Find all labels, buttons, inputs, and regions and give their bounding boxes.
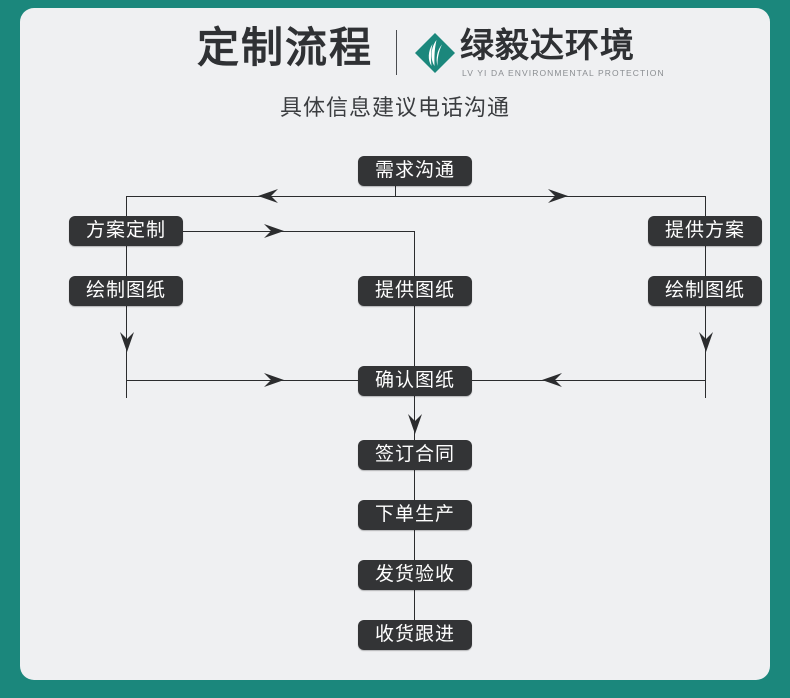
edge-right-to-center [472,380,706,381]
flow-node-fangandingzhi[interactable]: 方案定制 [69,216,183,246]
edge-n9-n10 [414,530,415,560]
edge-n5-n7 [414,296,415,366]
flow-node-xuqiugoutong[interactable]: 需求沟通 [358,156,472,186]
flow-node-shouhuogenjin[interactable]: 收货跟进 [358,620,472,650]
edge-top-bus [126,196,706,197]
arrowhead-n7-n8 [408,414,422,434]
edge-n8-n9 [414,470,415,500]
brand-name-en: LV YI DA ENVIRONMENTAL PROTECTION [462,68,665,78]
flow-node-tigongfangan[interactable]: 提供方案 [648,216,762,246]
arrowhead-left-down [120,332,134,352]
page-title: 定制流程 [196,24,373,71]
brand-logo: 绿毅达环境 LV YI DA ENVIRONMENTAL PROTECTION [414,26,664,88]
flow-node-huizhituzhi-right[interactable]: 绘制图纸 [648,276,762,306]
arrowhead-right-down [699,332,713,352]
arrowhead-to-right [548,189,568,203]
flow-node-qiandinghetong[interactable]: 签订合同 [358,440,472,470]
page-header: 定制流程 绿毅达环境 LV YI DA ENVIRONMENTAL PROTEC… [20,8,770,128]
flow-node-fahuoyanshou[interactable]: 发货验收 [358,560,472,590]
flow-node-querentuzhi[interactable]: 确认图纸 [358,366,472,396]
flowchart: 需求沟通 方案定制 提供方案 绘制图纸 提供图纸 绘制图纸 确认图纸 签订合同 … [20,128,770,680]
title-divider [396,30,397,75]
arrowhead-left-to-center [264,373,284,387]
arrowhead-to-left [258,189,278,203]
content-panel: 定制流程 绿毅达环境 LV YI DA ENVIRONMENTAL PROTEC… [20,8,770,680]
leaf-diamond-icon [414,32,456,74]
edge-n2-n5 [180,231,415,232]
brand-name-zh: 绿毅达环境 [460,27,635,65]
flow-node-tigongtuzhi[interactable]: 提供图纸 [358,276,472,306]
page-subtitle: 具体信息建议电话沟通 [279,95,510,120]
arrowhead-n2-n5 [264,224,284,238]
flow-node-huizhituzhi-left[interactable]: 绘制图纸 [69,276,183,306]
arrowhead-right-to-center [542,373,562,387]
edge-n7-n8 [414,396,415,440]
flow-node-xiadanshengchan[interactable]: 下单生产 [358,500,472,530]
edge-n1-bus [395,186,396,196]
edge-n10-n11 [414,590,415,620]
